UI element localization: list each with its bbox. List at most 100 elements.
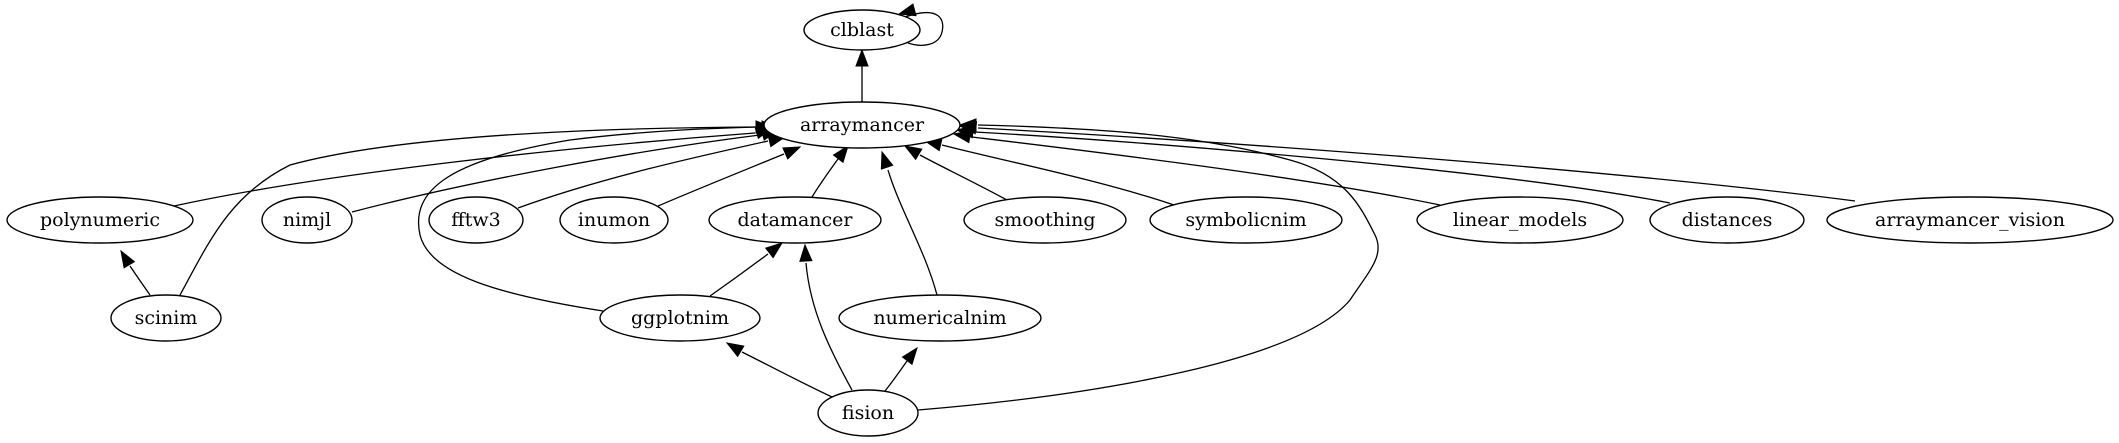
- node-ellipse: [599, 294, 761, 342]
- node-scinim: scinim: [110, 294, 222, 342]
- edge-line: [129, 265, 151, 296]
- node-nimjl: nimjl: [261, 196, 353, 244]
- arrowhead: [120, 249, 136, 269]
- node-datamancer: datamancer: [708, 196, 882, 244]
- edge-line: [904, 12, 944, 46]
- edge-datamancer-to-arraymancer: [811, 144, 849, 198]
- arrowhead: [832, 144, 849, 164]
- node-label: nimjl: [283, 209, 331, 231]
- node-label: ggplotnim: [631, 307, 729, 329]
- node-ellipse: [963, 196, 1127, 244]
- edge-fftw3-to-arraymancer: [517, 134, 787, 209]
- node-label: fision: [842, 402, 894, 424]
- edge-line: [709, 253, 769, 297]
- node-clblast: clblast: [803, 9, 921, 51]
- node-label: arraymancer: [800, 114, 925, 136]
- node-ellipse: [803, 9, 921, 51]
- node-label: smoothing: [995, 209, 1096, 231]
- edges-layer: [120, 3, 1856, 411]
- node-ellipse: [817, 389, 919, 437]
- edge-arraymancer-to-clblast: [855, 48, 869, 102]
- node-distances: distances: [1649, 196, 1805, 244]
- arrowhead: [725, 342, 745, 358]
- edge-smoothing-to-arraymancer: [903, 145, 1008, 201]
- node-label: symbolicnim: [1185, 209, 1306, 231]
- node-arraymancer_vision: arraymancer_vision: [1826, 196, 2114, 244]
- node-ellipse: [428, 196, 524, 244]
- node-label: datamancer: [737, 209, 853, 231]
- node-polynumeric: polynumeric: [6, 196, 194, 244]
- edge-line: [971, 136, 1441, 206]
- node-numericalnim: numericalnim: [838, 294, 1042, 342]
- node-smoothing: smoothing: [963, 196, 1127, 244]
- node-label: distances: [1682, 209, 1773, 231]
- arrowhead: [958, 118, 977, 132]
- edge-ggplotnim-to-datamancer: [709, 242, 784, 297]
- node-label: arraymancer_vision: [1875, 209, 2065, 231]
- node-label: inumon: [578, 209, 650, 231]
- node-ellipse: [1649, 196, 1805, 244]
- node-label: polynumeric: [40, 209, 160, 231]
- edge-line: [941, 144, 1175, 206]
- node-symbolicnim: symbolicnim: [1149, 196, 1343, 244]
- edge-line: [919, 154, 1008, 201]
- node-fftw3: fftw3: [428, 196, 524, 244]
- node-ellipse: [1149, 196, 1343, 244]
- edge-line: [811, 158, 839, 198]
- node-label: scinim: [135, 307, 198, 329]
- arrowhead: [855, 48, 869, 67]
- node-ellipse: [261, 196, 353, 244]
- node-linear_models: linear_models: [1416, 196, 1624, 244]
- node-ellipse: [110, 294, 222, 342]
- node-label: linear_models: [1453, 209, 1587, 231]
- edge-line: [887, 169, 938, 296]
- edge-scinim-to-polynumeric: [120, 249, 151, 296]
- arrowhead: [880, 150, 894, 170]
- node-label: numericalnim: [873, 307, 1006, 329]
- node-ellipse: [838, 294, 1042, 342]
- edge-line: [657, 153, 785, 207]
- edge-clblast-to-clblast: [897, 3, 944, 46]
- node-inumon: inumon: [559, 196, 669, 244]
- node-ellipse: [559, 196, 669, 244]
- edge-line: [517, 140, 769, 209]
- edge-inumon-to-arraymancer: [657, 146, 802, 207]
- node-ggplotnim: ggplotnim: [599, 294, 761, 342]
- edge-fision-to-datamancer: [799, 243, 853, 391]
- edge-line: [418, 126, 761, 312]
- node-ellipse: [1826, 196, 2114, 244]
- edge-numericalnim-to-arraymancer: [880, 150, 938, 296]
- edge-line: [977, 127, 1856, 202]
- edge-fision-to-arraymancer: [917, 118, 1379, 411]
- edge-line: [917, 124, 1379, 411]
- node-label: clblast: [830, 19, 894, 41]
- arrowhead: [782, 146, 802, 160]
- edge-fision-to-ggplotnim: [725, 342, 833, 398]
- arrowhead: [903, 145, 923, 161]
- edge-line: [884, 360, 908, 392]
- edge-symbolicnim-to-arraymancer: [923, 138, 1175, 206]
- node-ellipse: [1416, 196, 1624, 244]
- node-fision: fision: [817, 389, 919, 437]
- edge-distances-to-arraymancer: [955, 125, 1671, 204]
- edge-line: [173, 132, 756, 207]
- node-arraymancer: arraymancer: [763, 101, 961, 149]
- nodes-layer: clblast arraymancer polynumeric nimjl fftw3 i…: [6, 9, 2114, 437]
- node-label: fftw3: [451, 209, 501, 231]
- node-ellipse: [6, 196, 194, 244]
- arrowhead: [897, 3, 917, 17]
- edge-arraymancer_vision-to-arraymancer: [958, 121, 1856, 202]
- node-ellipse: [708, 196, 882, 244]
- edge-line: [741, 351, 833, 398]
- edge-line: [179, 126, 755, 296]
- edge-fision-to-numericalnim: [884, 346, 918, 392]
- edge-polynumeric-to-arraymancer: [173, 126, 774, 207]
- arrowhead: [764, 242, 784, 259]
- arrowhead: [799, 243, 813, 262]
- arrowhead: [901, 346, 918, 366]
- edge-line: [351, 134, 761, 213]
- edge-line: [805, 262, 853, 391]
- edge-line: [974, 131, 1671, 204]
- node-ellipse: [763, 101, 961, 149]
